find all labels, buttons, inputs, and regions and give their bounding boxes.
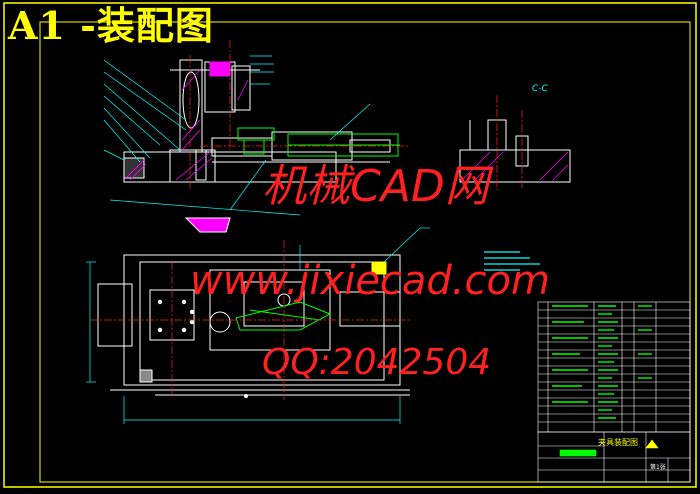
drawing-title: A1 -装配图 — [8, 3, 214, 48]
parts-list — [537, 301, 691, 433]
detail-view — [184, 217, 231, 233]
watermark-url: www.jixiecad.com — [190, 258, 550, 304]
dimension-lines — [86, 227, 430, 424]
title-block-page: 第1张 — [650, 464, 666, 471]
technical-notes — [484, 251, 540, 271]
front-view-centerlines — [189, 40, 410, 190]
front-view-green — [209, 61, 400, 157]
title-block — [537, 431, 691, 483]
front-view-hatch — [125, 69, 249, 181]
drawing-frame — [39, 21, 691, 483]
top-view-green — [235, 301, 332, 331]
watermark-qq: QQ:2042504 — [262, 342, 492, 383]
section-cc-centerline — [496, 95, 523, 190]
watermark-site-name: 机械CAD网 — [262, 161, 489, 212]
title-block-name: 夹具装配图 — [598, 438, 638, 447]
section-cc-label: C-C — [532, 84, 548, 94]
sheet-border — [3, 2, 697, 488]
section-cc-hatch — [461, 151, 569, 181]
parts-list-text — [552, 305, 652, 419]
top-view-centerlines — [90, 240, 410, 400]
leader-lines — [103, 55, 371, 216]
top-view-holes — [157, 299, 248, 398]
